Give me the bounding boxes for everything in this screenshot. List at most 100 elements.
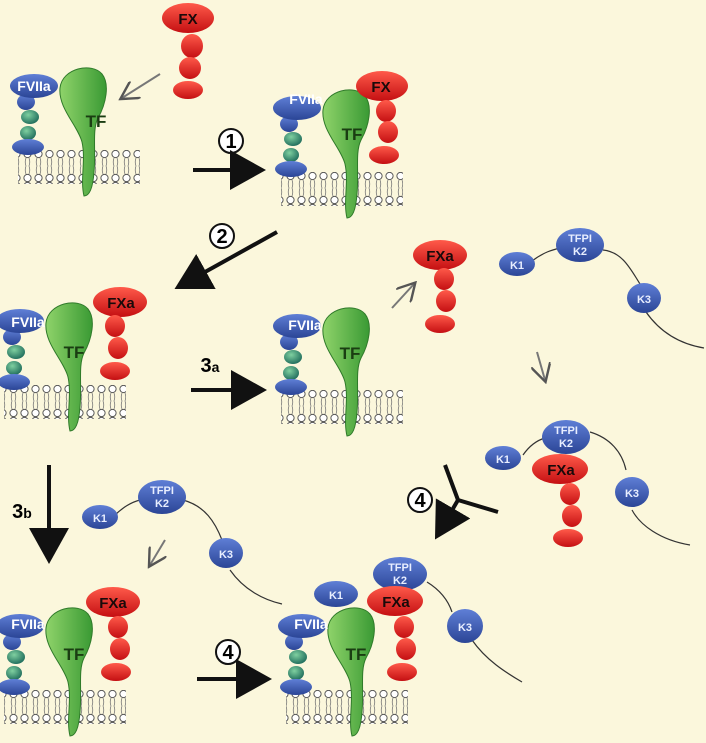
step-4-badge [215,639,241,665]
tf-label: TF [342,125,363,144]
k2-label: K2 [393,575,407,587]
step-4-right: 4 [407,464,499,540]
fxa-domain [434,268,454,290]
tf-label: TF [64,343,85,362]
fxa-tfpi-complex: K1 TFPI K2 K3 FXa [485,420,691,547]
tfpi-k2-domain [556,228,604,262]
k2-label: K2 [155,498,169,510]
tfpi-k1-domain [499,252,535,276]
step-2-number: 2 [216,226,227,248]
fxa-domain [108,337,128,359]
k1-label: K1 [329,590,343,602]
fxa-label: FXa [99,595,127,612]
tfpi-k1-domain [485,446,521,470]
fxa-head [86,587,140,617]
fxa-domain [108,616,128,638]
step-1: 1 [193,128,266,190]
fxa-head [367,586,423,616]
step-3b: 3b [12,465,69,564]
fxa-label: FXa [382,594,410,611]
fxa-domain [387,663,417,681]
fxa-domain [553,529,583,547]
fxa-domain [105,315,125,337]
step-2-badge [209,223,235,249]
fxa-head [93,287,147,317]
step-4-number: 4 [414,490,426,512]
fviia-label: FVIIa [288,317,322,333]
fx-label: FX [371,79,390,96]
fxa-domain [110,638,130,660]
fx-head [162,3,214,33]
fx-domain [179,57,201,79]
tfpi-label: TFPI [554,425,578,437]
panel-6-quaternary-complex: K1 TFPI K2 K3 FXa FVIIa TF [277,557,523,737]
fxa-label: FXa [426,248,454,265]
k3-label: K3 [458,622,472,634]
tfpi-approach-arrow [150,539,165,565]
tfpi-k2-domain [373,557,427,591]
fx-approach-arrow [122,73,161,98]
tfpi-free-lower: K1 TFPI K2 K3 [82,480,283,605]
fviia-label: FVIIa [17,78,51,94]
k3-label: K3 [219,549,233,561]
fx-domain [173,81,203,99]
tfpi-k1-domain [82,505,118,529]
fx-domain [181,34,203,58]
step-4-y-arrow-stem [434,498,471,540]
fxa-label: FXa [547,462,575,479]
k2-label: K2 [559,438,573,450]
tfpi-label: TFPI [150,485,174,497]
fxa-domain [560,483,580,505]
step-4-badge [407,487,433,513]
panel-3-fxa-bound: FXa FVIIa TF [0,287,147,432]
fviia-label: FVIIa [294,616,328,632]
fxa-domain [101,663,131,681]
panel-5-fxa-bound: FXa FVIIa TF [0,587,140,737]
k3-label: K3 [625,488,639,500]
fxa-head [413,240,467,270]
tfpi-k2-domain [138,480,186,514]
fx-domain [376,100,396,122]
tf-label: TF [86,112,107,131]
fxa-domain [562,505,582,527]
tf-label: TF [64,645,85,664]
step-3a: 3a [191,355,267,410]
tfpi-label: TFPI [568,233,592,245]
fxa-domain [436,290,456,312]
panel-2-bound-fx: FX FVIIa TF [272,71,408,219]
fviia-label: FVIIa [289,91,323,107]
fx-domain [378,121,398,143]
step-4-bottom: 4 [197,639,272,699]
tf-label: TF [346,645,367,664]
tfpi-label: TFPI [388,562,412,574]
fxa-release-arrow [391,284,414,309]
k1-label: K1 [93,513,107,525]
fxa-domain [425,315,455,333]
panel-1-initial: FVIIa TF FX [9,3,214,197]
fxa-domain [396,638,416,660]
step-2-arrow [174,230,278,289]
tfpi-k3-domain [447,609,483,643]
fxa-label: FXa [107,295,135,312]
k1-label: K1 [496,454,510,466]
fxa-domain [394,616,414,638]
tf-label: TF [340,344,361,363]
step-4-number: 4 [222,642,234,664]
tfpi-k3-domain [209,538,243,568]
step-3a-number: 3a [201,355,220,377]
tfpi-k3-domain [615,477,649,507]
k1-label: K1 [510,260,524,272]
panel-4-fxa-release: FVIIa TF FXa [272,240,467,437]
step-2: 2 [174,223,278,289]
fx-head [356,71,408,101]
fx-domain [369,146,399,164]
fxa-head [532,454,588,484]
step-3b-number: 3b [12,501,32,523]
k3-label: K3 [637,294,651,306]
fviia-label: FVIIa [11,616,45,632]
tfpi-free: K1 TFPI K2 K3 [499,228,705,380]
tfpi-k3-domain [627,283,661,313]
step-1-number: 1 [225,131,236,153]
k2-label: K2 [573,246,587,258]
